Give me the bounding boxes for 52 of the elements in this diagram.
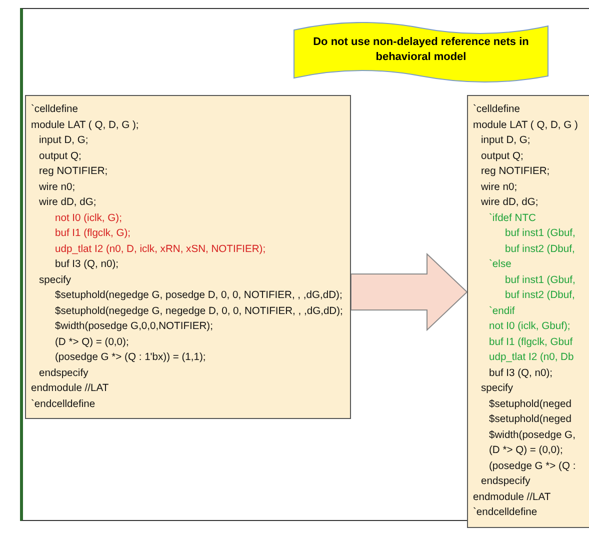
- code-panel: [25, 95, 351, 419]
- code-line: reg NOTIFIER;: [38, 165, 108, 179]
- code-line: $setuphold(neged: [488, 413, 572, 427]
- code-line: endmodule //LAT: [31, 382, 109, 396]
- code-line: input D, G;: [38, 134, 88, 148]
- code-line: output Q;: [480, 150, 524, 164]
- code-line: `endcelldefine: [31, 398, 96, 412]
- block-arrow: [350, 252, 468, 332]
- code-line: module LAT ( Q, D, G );: [31, 118, 139, 132]
- banner-text: Do not use non-delayed reference nets in behavioral model: [312, 35, 530, 65]
- code-line: specify: [38, 274, 72, 288]
- code-line: (posedge G *> (Q : 1'bx)) = (1,1);: [54, 351, 206, 365]
- code-line: wire dD, dG;: [38, 196, 96, 210]
- code-line: (posedge G *> (Q :: [488, 460, 576, 474]
- code-line: $setuphold(negedge G, posedge D, 0, 0, NOTIFIER, , ,dG,dD);: [54, 289, 342, 303]
- code-line: buf inst2 (Dbuf,: [504, 242, 575, 256]
- code-line: endmodule //LAT: [473, 490, 551, 504]
- code-line: endspecify: [38, 366, 88, 380]
- code-line: buf I3 (Q, n0);: [488, 366, 553, 380]
- code-line: `endcelldefine: [473, 506, 538, 520]
- code-line: buf I1 (flgclk, Gbuf: [488, 336, 573, 350]
- code-line: buf I3 (Q, n0);: [54, 258, 119, 272]
- code-line: buf I1 (flgclk, G);: [54, 227, 131, 241]
- code-line: buf inst2 (Dbuf,: [504, 289, 575, 303]
- code-line: `endif: [488, 304, 515, 318]
- code-line: buf inst1 (Gbuf,: [504, 274, 576, 288]
- code-line: specify: [480, 382, 514, 396]
- code-line: `celldefine: [31, 103, 78, 117]
- code-line: not I0 (iclk, Gbuf);: [488, 320, 570, 334]
- code-line: module LAT ( Q, D, G ): [473, 118, 578, 132]
- code-line: wire dD, dG;: [480, 196, 538, 210]
- code-line: not I0 (iclk, G);: [54, 212, 122, 226]
- code-line: udp_tlat I2 (n0, D, iclk, xRN, xSN, NOTIFIER);: [54, 242, 266, 256]
- code-line: udp_tlat I2 (n0, Db: [488, 351, 574, 365]
- code-line: output Q;: [38, 150, 82, 164]
- code-line: wire n0;: [480, 180, 518, 194]
- code-line: (D *> Q) = (0,0);: [54, 336, 129, 350]
- code-line: (D *> Q) = (0,0);: [488, 444, 563, 458]
- code-line: buf inst1 (Gbuf,: [504, 227, 576, 241]
- code-line: reg NOTIFIER;: [480, 165, 550, 179]
- code-panel: [467, 95, 589, 528]
- code-line: $width(posedge G,: [488, 428, 576, 442]
- wavy-banner: [293, 22, 549, 84]
- code-line: $width(posedge G,0,0,NOTIFIER);: [54, 320, 213, 334]
- code-line: $setuphold(neged: [488, 398, 572, 412]
- code-line: `ifdef NTC: [488, 212, 536, 226]
- code-line: wire n0;: [38, 180, 76, 194]
- code-line: endspecify: [480, 475, 530, 489]
- code-line: input D, G;: [480, 134, 530, 148]
- code-line: $setuphold(negedge G, negedge D, 0, 0, NOTIFIER, , ,dG,dD);: [54, 304, 343, 318]
- code-line: `else: [488, 258, 512, 272]
- code-line: `celldefine: [473, 103, 520, 117]
